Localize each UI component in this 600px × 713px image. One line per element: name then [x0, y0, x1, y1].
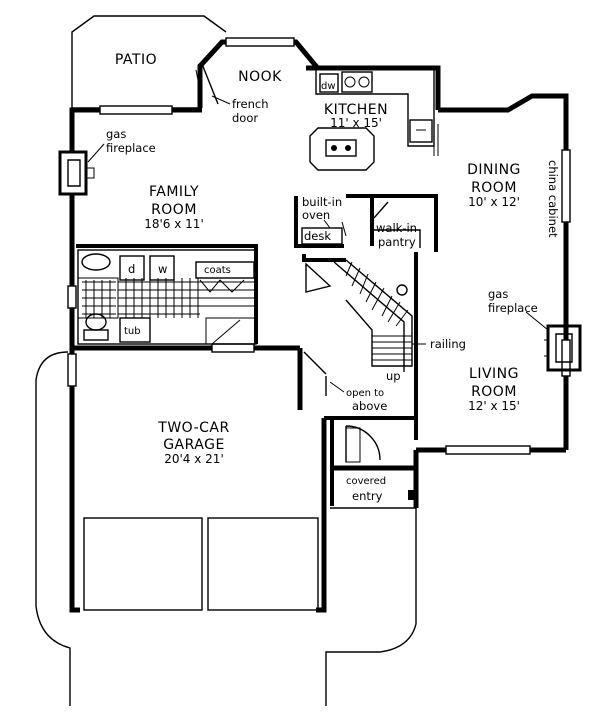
note-above: above [352, 399, 387, 413]
label-living-2: ROOM [471, 384, 517, 400]
toilet [85, 313, 107, 331]
note-walkin: walk-in [376, 221, 417, 235]
laundry-bath [77, 249, 257, 345]
living-south-window [445, 445, 531, 455]
bath-window [211, 343, 255, 353]
note-tub: tub [124, 326, 141, 337]
dining-window [561, 149, 571, 223]
note-up: up [386, 369, 401, 383]
kitchen-island [309, 127, 375, 171]
label-living: LIVING [469, 366, 519, 382]
note-gas-living: gas [488, 287, 508, 301]
note-pantry: pantry [378, 235, 416, 249]
walk-in-pantry [373, 201, 421, 248]
garage-side-window [67, 353, 77, 387]
label-nook: NOOK [238, 69, 282, 85]
label-dining: DINING [467, 162, 521, 178]
label-family-2: ROOM [151, 202, 197, 218]
washer [149, 255, 175, 281]
room-labels: PATIO NOOK KITCHEN 11' x 15' DINING ROOM… [115, 52, 521, 466]
note-entry: entry [352, 489, 383, 503]
note-door: door [232, 111, 258, 125]
dryer [119, 255, 145, 281]
label-family-dim: 18'6 x 11' [144, 217, 204, 231]
label-living-dim: 12' x 15' [468, 399, 520, 413]
windows [67, 37, 571, 455]
newel-post [396, 284, 408, 296]
note-french: french [232, 97, 269, 111]
family-fireplace [58, 150, 95, 196]
label-kitchen-dim: 11' x 15' [330, 116, 382, 130]
staircase [305, 259, 426, 372]
label-patio: PATIO [115, 52, 157, 68]
dishwasher [319, 73, 339, 93]
note-fireplace-family: fireplace [106, 141, 156, 155]
sink-bowl [81, 253, 111, 271]
note-railing: railing [430, 337, 466, 351]
exterior-walls [69, 39, 569, 613]
driveway [35, 351, 417, 706]
garage-doors [83, 517, 319, 611]
sink [341, 71, 373, 93]
note-washer: w [158, 262, 167, 276]
garage-entry-door [303, 351, 327, 396]
label-garage-dim: 20'4 x 21' [164, 452, 224, 466]
note-dryer: d [128, 262, 135, 276]
note-china-cabinet: china cabinet [546, 160, 560, 238]
tub-box [119, 317, 151, 343]
entry-door [330, 425, 416, 509]
note-dw: dw [321, 81, 336, 92]
note-gas-family: gas [106, 127, 126, 141]
note-covered: covered [346, 476, 386, 487]
note-oven: oven [302, 208, 330, 222]
living-window [561, 339, 571, 377]
label-dining-2: ROOM [471, 180, 517, 196]
builtin-oven [301, 221, 347, 245]
note-desk: desk [304, 229, 331, 243]
annotations: gas fireplace french door built-in oven … [87, 81, 560, 503]
family-window [99, 105, 173, 115]
label-garage-2: GARAGE [163, 437, 225, 453]
note-fireplace-living: fireplace [488, 301, 538, 315]
label-garage: TWO-CAR [157, 420, 229, 436]
note-coats: coats [204, 265, 231, 276]
range [409, 119, 433, 143]
living-fireplace [544, 324, 582, 372]
nook-window [225, 37, 295, 47]
tile-grid [82, 278, 256, 318]
label-dining-dim: 10' x 12' [468, 195, 520, 209]
coat-closet [195, 261, 255, 279]
label-family: FAMILY [149, 184, 199, 200]
label-kitchen: KITCHEN [324, 102, 388, 118]
note-builtin: built-in [302, 195, 342, 209]
kitchen-counters [315, 70, 439, 156]
note-open-to: open to [346, 388, 384, 399]
laundry-window [67, 285, 77, 309]
